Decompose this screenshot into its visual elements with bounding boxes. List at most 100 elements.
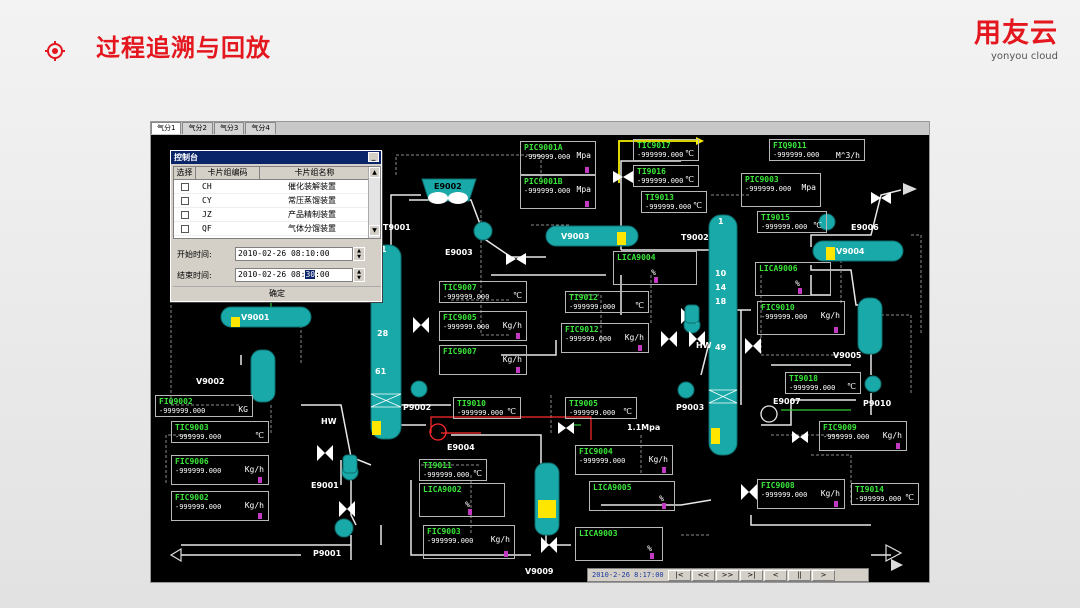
equipment-label: P9003 — [676, 403, 705, 412]
equipment-label: E9001 — [311, 481, 339, 490]
row-checkbox[interactable] — [181, 182, 189, 191]
instrument-box[interactable]: LICA9003% — [575, 527, 663, 561]
pause-button[interactable]: || — [788, 569, 811, 581]
equipment-label: V9009 — [525, 567, 554, 576]
last-frame-button[interactable]: >| — [740, 569, 763, 581]
first-frame-button[interactable]: |< — [668, 569, 691, 581]
tray-number: 28 — [377, 329, 389, 338]
row-checkbox[interactable] — [181, 210, 189, 219]
start-time-spinner[interactable]: ▲▼ — [353, 247, 365, 261]
fast-forward-button[interactable]: >> — [716, 569, 739, 581]
end-time-suffix: :00 — [315, 270, 330, 279]
end-time-label: 结束时间: — [177, 270, 212, 280]
tab-qf2[interactable]: 气分2 — [182, 122, 213, 134]
end-time-input[interactable]: 2010-02-26 08:30:00 — [235, 268, 353, 282]
dialog-title: 控制台 _ — [171, 151, 381, 164]
step-back-button[interactable]: < — [764, 569, 787, 581]
rewind-button[interactable]: << — [692, 569, 715, 581]
equipment-label: E9003 — [445, 248, 473, 257]
tab-qf3[interactable]: 气分3 — [213, 122, 245, 134]
instrument-box[interactable]: TI9018-999999.000℃ — [785, 372, 861, 394]
instrument-box[interactable]: LICA9004% — [613, 251, 697, 285]
row-code: QF — [202, 224, 212, 233]
minimize-button[interactable]: _ — [368, 152, 379, 162]
instrument-box[interactable]: TI9015-999999.000℃ — [757, 211, 827, 233]
instrument-box[interactable]: TIC9003-999999.000℃ — [171, 421, 269, 443]
instrument-box[interactable]: TI9010-999999.000℃ — [453, 397, 521, 419]
end-time-spinner[interactable]: ▲▼ — [353, 268, 365, 282]
equipment-label: P9002 — [403, 403, 432, 412]
tray-number: 18 — [715, 297, 727, 306]
column-header[interactable]: 选择 — [174, 167, 196, 180]
equipment-label: V9002 — [196, 377, 225, 386]
end-time-row: 结束时间: 2010-02-26 08:30:00 ▲▼ — [177, 268, 365, 282]
scroll-up-icon[interactable]: ▲ — [369, 167, 380, 178]
row-checkbox[interactable] — [181, 224, 189, 233]
instrument-box[interactable]: TIC9007-999999.000℃ — [439, 281, 527, 303]
start-time-input[interactable]: 2010-02-26 08:10:00 — [235, 247, 353, 261]
scroll-down-icon[interactable]: ▼ — [369, 225, 380, 236]
row-code: CY — [202, 196, 212, 205]
instrument-box[interactable]: TI9016-999999.000℃ — [633, 165, 699, 187]
equipment-label: P9010 — [863, 399, 892, 408]
end-time-selection: 30 — [305, 270, 316, 279]
row-checkbox[interactable] — [181, 196, 189, 205]
equipment-label: P9001 — [313, 549, 342, 558]
instrument-box[interactable]: TI9012-999999.000℃ — [565, 291, 649, 313]
tray-number: 1 — [381, 245, 387, 254]
equipment-label: HW — [321, 417, 337, 426]
tray-number: 49 — [715, 343, 727, 352]
row-name: 产品精制装置 — [288, 210, 336, 219]
equipment-label: E9002 — [434, 182, 462, 191]
instrument-box[interactable]: TI9014-999999.000℃ — [851, 483, 919, 505]
brand-tagline: yonyou cloud — [990, 51, 1058, 62]
playback-bar: 2010-2-26 8:17:00 |< << >> >| < || > — [587, 568, 869, 582]
dcs-screenshot: 气分1 气分2 气分3 气分4 — [150, 121, 930, 583]
tab-qf1[interactable]: 气分1 — [151, 122, 182, 134]
tray-number: 14 — [715, 283, 727, 292]
tab-bar: 气分1 气分2 气分3 气分4 — [151, 122, 277, 134]
start-time-row: 开始时间: 2010-02-26 08:10:00 ▲▼ — [177, 247, 365, 261]
instrument-box[interactable]: LICA9005% — [589, 481, 675, 511]
column-header[interactable]: 卡片组名称 — [260, 167, 370, 180]
instrument-box[interactable]: TIC9017-999999.000℃ — [633, 139, 699, 161]
equipment-label: T9002 — [681, 233, 709, 242]
brand-logo: 用友云 yonyou cloud — [974, 18, 1058, 62]
instrument-box[interactable]: TI9011-999999.000℃ — [419, 459, 487, 481]
process-flow-lines — [165, 137, 922, 571]
tray-number: 1 — [718, 217, 724, 226]
brand-name: 用友云 — [974, 18, 1058, 49]
end-time-prefix: 2010-02-26 08: — [238, 270, 306, 279]
column-header[interactable]: 卡片组编码 — [196, 167, 260, 180]
tab-qf4[interactable]: 气分4 — [245, 122, 276, 134]
playback-time: 2010-2-26 8:17:00 — [592, 571, 664, 579]
play-button[interactable]: > — [812, 569, 835, 581]
instrument-box[interactable]: TI9013-999999.000℃ — [641, 191, 707, 213]
instrument-box[interactable]: LICA9006% — [755, 262, 831, 296]
table-scrollbar[interactable]: ▲ ▼ — [368, 167, 380, 238]
instrument-box[interactable]: LICA9002% — [419, 483, 505, 517]
instrument-box[interactable]: TI9005-999999.000℃ — [565, 397, 637, 419]
confirm-button[interactable]: 确定 — [173, 286, 381, 300]
